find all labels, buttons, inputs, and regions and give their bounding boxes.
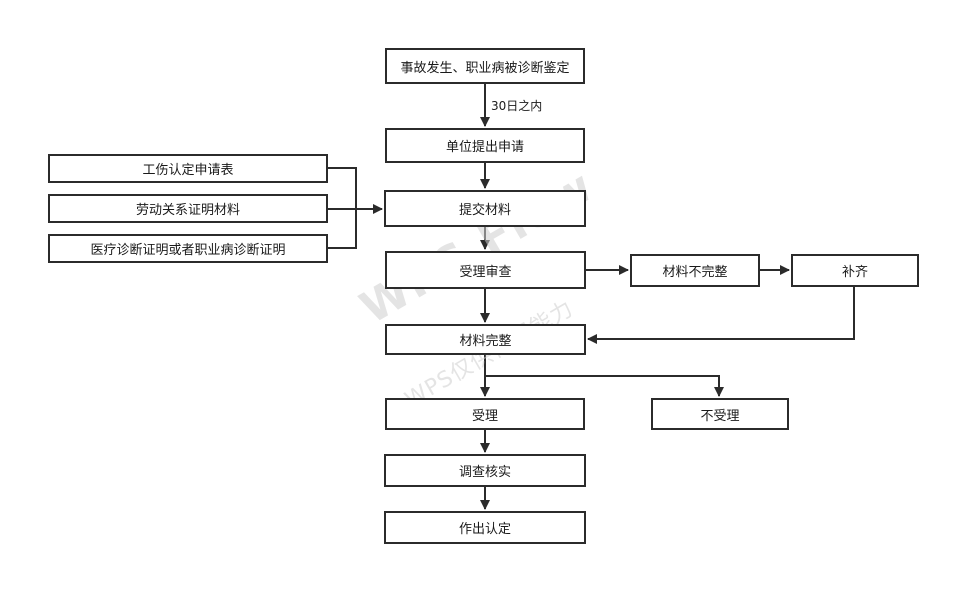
node-apply[interactable]: 单位提出申请 xyxy=(385,128,585,163)
node-review-label: 受理审查 xyxy=(459,264,512,280)
node-doc-medical[interactable]: 医疗诊断证明或者职业病诊断证明 xyxy=(48,234,328,263)
node-accident[interactable]: 事故发生、职业病被诊断鉴定 xyxy=(385,48,585,84)
node-incomplete[interactable]: 材料不完整 xyxy=(630,254,760,287)
node-complete[interactable]: 材料完整 xyxy=(385,324,586,355)
node-review[interactable]: 受理审查 xyxy=(385,251,586,289)
node-reject[interactable]: 不受理 xyxy=(651,398,789,430)
node-doc-form[interactable]: 工伤认定申请表 xyxy=(48,154,328,183)
edge-label-within-days: 30日之内 xyxy=(491,99,543,113)
node-doc-form-label: 工伤认定申请表 xyxy=(142,163,234,178)
node-submit[interactable]: 提交材料 xyxy=(384,190,586,227)
node-accident-label: 事故发生、职业病被诊断鉴定 xyxy=(400,60,570,76)
node-accept-label: 受理 xyxy=(471,408,498,424)
node-incomplete-label: 材料不完整 xyxy=(662,265,728,280)
node-doc-labor-label: 劳动关系证明材料 xyxy=(135,203,240,218)
node-complete-label: 材料完整 xyxy=(459,334,512,349)
arrow-complete-to-reject xyxy=(485,375,724,397)
node-decide[interactable]: 作出认定 xyxy=(384,511,586,544)
node-supplement[interactable]: 补齐 xyxy=(791,254,919,287)
arrow-supplement-to-complete xyxy=(587,287,855,344)
node-accept[interactable]: 受理 xyxy=(385,398,585,430)
node-submit-label: 提交材料 xyxy=(458,203,511,218)
node-doc-medical-label: 医疗诊断证明或者职业病诊断证明 xyxy=(90,243,286,258)
node-decide-label: 作出认定 xyxy=(458,522,511,537)
node-apply-label: 单位提出申请 xyxy=(445,140,524,155)
node-investigate[interactable]: 调查核实 xyxy=(384,454,586,487)
node-doc-labor[interactable]: 劳动关系证明材料 xyxy=(48,194,328,223)
node-supplement-label: 补齐 xyxy=(841,265,868,280)
node-investigate-label: 调查核实 xyxy=(458,465,511,480)
node-reject-label: 不受理 xyxy=(700,408,740,424)
